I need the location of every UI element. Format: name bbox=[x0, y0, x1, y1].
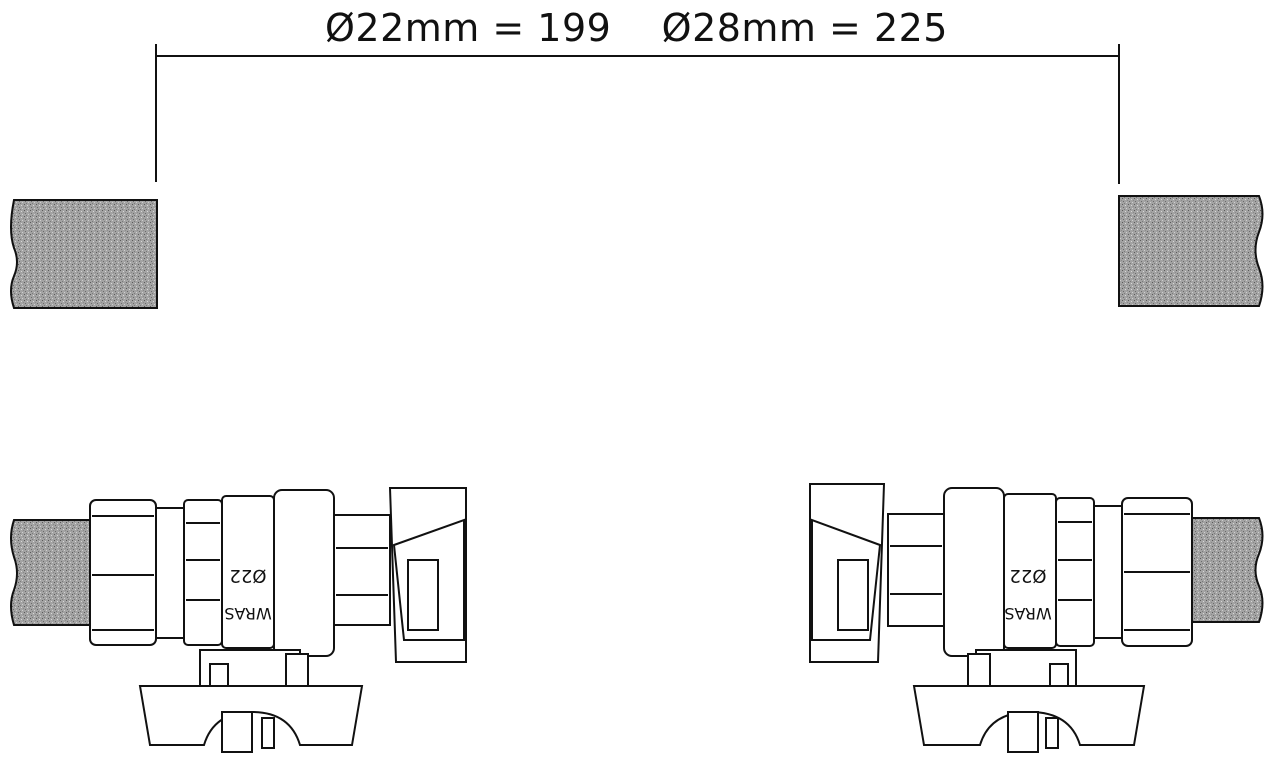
size-marking-left: Ø22 bbox=[229, 565, 266, 586]
dimension-label: Ø22mm = 199 Ø28mm = 225 bbox=[0, 6, 1273, 50]
valve-marking-left: WRAS bbox=[224, 604, 271, 623]
isolating-valve-right bbox=[809, 483, 1264, 753]
valve-marking-right: WRAS bbox=[1004, 604, 1051, 623]
dimension-separator bbox=[611, 6, 661, 50]
size-marking-right: Ø22 bbox=[1009, 565, 1046, 586]
pipe-end-right bbox=[1118, 195, 1264, 307]
pipe-end-left bbox=[10, 199, 158, 309]
dimension-22mm: Ø22mm = 199 bbox=[325, 6, 612, 50]
isolating-valve-left bbox=[10, 487, 467, 753]
dimension-28mm: Ø28mm = 225 bbox=[661, 6, 948, 50]
dimension-line bbox=[155, 44, 1120, 184]
